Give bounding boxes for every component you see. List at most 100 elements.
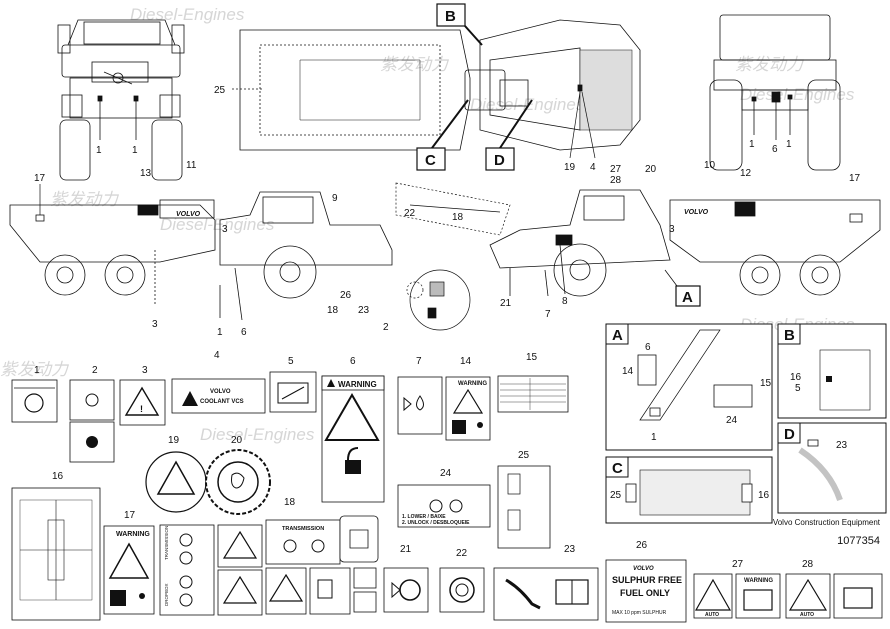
- inset-panel-c: C: [605, 456, 773, 524]
- decal-18-title: TRANSMISSION: [282, 526, 324, 532]
- callout-7: 7: [416, 356, 422, 367]
- callout-17: 17: [124, 510, 136, 521]
- decal-23: [493, 567, 599, 621]
- callout-1: 1: [651, 432, 657, 443]
- decal-14-warning: WARNING: [458, 381, 487, 387]
- callout-18: 18: [452, 212, 464, 223]
- callout-24: 24: [440, 468, 452, 479]
- decal-25: [497, 465, 551, 549]
- decal-28: AUTO: [785, 573, 883, 619]
- callout-6: 6: [645, 342, 651, 353]
- brand-decal: VOLVO: [176, 211, 201, 218]
- decal-17: WARNING: [103, 525, 155, 615]
- callout-3: 3: [152, 319, 158, 330]
- view-marker-c: [416, 147, 446, 171]
- decal-18-jug: [339, 515, 379, 613]
- callout-6: 6: [772, 144, 778, 155]
- view-marker-b-label: B: [445, 8, 456, 25]
- drawing-number: 1077354: [837, 535, 880, 547]
- callout-3: 3: [222, 224, 228, 235]
- callout-26: 26: [340, 290, 352, 301]
- decal-1: [11, 379, 58, 423]
- callout-23: 23: [358, 305, 370, 316]
- decal-2: [69, 379, 115, 463]
- decal-4: VOLVO COOLANT VCS: [171, 378, 266, 414]
- decal-19: [145, 451, 207, 513]
- watermark-text: Diesel-Engines: [160, 215, 275, 234]
- callout-24: 24: [726, 415, 738, 426]
- decal-26: VOLVO SULPHUR FREE FUEL ONLY MAX 10 ppm …: [605, 559, 687, 623]
- inset-panel-b-letter: B: [784, 327, 795, 344]
- callout-27: 27: [732, 559, 744, 570]
- inset-panel-a-letter: A: [612, 327, 623, 344]
- callout-3: 3: [142, 365, 148, 376]
- inset-panel-a: A: [605, 323, 773, 451]
- left-side-view: [9, 191, 393, 321]
- decal-24-step1: 1. LOWER / BAIXE: [402, 514, 446, 520]
- decal-26-brand: VOLVO: [633, 566, 654, 572]
- decal-7: [397, 376, 443, 435]
- decal-17-warning: WARNING: [116, 531, 150, 538]
- decal-16: [11, 487, 101, 621]
- watermark-text-cn: 紫发动力: [50, 190, 120, 209]
- callout-5: 5: [288, 356, 294, 367]
- callout-4: 4: [214, 350, 220, 361]
- callout-4: 4: [590, 162, 596, 173]
- callout-1: 1: [786, 139, 792, 150]
- callout-18: 18: [327, 305, 339, 316]
- watermark-text-cn: 紫发动力: [380, 55, 450, 74]
- callout-1: 1: [34, 365, 40, 376]
- watermark-text: Diesel-Engines: [130, 5, 245, 24]
- decal-18-side1: TRANSMISSION: [164, 526, 169, 560]
- decal-26-line3: MAX 10 ppm SULPHUR: [612, 610, 667, 616]
- decal-5: [269, 371, 317, 413]
- callout-11: 11: [186, 160, 197, 171]
- inset-panel-c-letter: C: [612, 460, 623, 477]
- svg-text:!: !: [140, 404, 143, 414]
- callout-7: 7: [545, 309, 551, 320]
- brand-decal: VOLVO: [684, 209, 709, 216]
- callout-3: 3: [669, 224, 675, 235]
- callout-20: 20: [231, 435, 243, 446]
- callout-2: 2: [92, 365, 98, 376]
- front-view: [57, 19, 185, 181]
- callout-16: 16: [790, 372, 802, 383]
- callout-10: 10: [704, 160, 716, 171]
- top-view: [239, 19, 641, 151]
- decal-26-line2: FUEL ONLY: [620, 588, 670, 598]
- callout-16: 16: [52, 471, 64, 482]
- callout-5: 5: [795, 383, 801, 394]
- credit-line: Volvo Construction Equipment: [772, 518, 880, 527]
- callout-25: 25: [214, 85, 226, 96]
- decal-4-line2: COOLANT VCS: [200, 399, 244, 405]
- callout-8: 8: [562, 296, 568, 307]
- decal-27: AUTO WARNING: [693, 573, 781, 619]
- view-marker-b: [436, 3, 466, 27]
- callout-1: 1: [132, 145, 138, 156]
- inset-panel-d-letter: D: [784, 426, 795, 443]
- callout-28: 28: [610, 175, 622, 186]
- decal-3: !: [119, 379, 166, 426]
- view-marker-c-label: C: [425, 152, 436, 169]
- callout-23: 23: [836, 440, 848, 451]
- rear-view: [709, 14, 841, 171]
- callout-6: 6: [350, 356, 356, 367]
- callout-22: 22: [404, 208, 416, 219]
- callout-20: 20: [645, 164, 657, 175]
- view-marker-a: [675, 285, 701, 307]
- callout-21: 21: [400, 544, 412, 555]
- inset-panel-b: B: [777, 323, 887, 419]
- callout-15: 15: [760, 378, 772, 389]
- callout-1: 1: [217, 327, 223, 338]
- callout-12: 12: [740, 168, 752, 179]
- watermark-text: Diesel-Engines: [470, 95, 585, 114]
- callout-19: 19: [168, 435, 180, 446]
- watermark-text: Diesel-Engines: [200, 425, 315, 444]
- callout-21: 21: [500, 298, 512, 309]
- callout-25: 25: [518, 450, 530, 461]
- callout-18: 18: [284, 497, 296, 508]
- view-marker-d-label: D: [494, 152, 505, 169]
- decal-6: WARNING: [321, 375, 385, 503]
- decal-4-line1: VOLVO: [210, 389, 231, 395]
